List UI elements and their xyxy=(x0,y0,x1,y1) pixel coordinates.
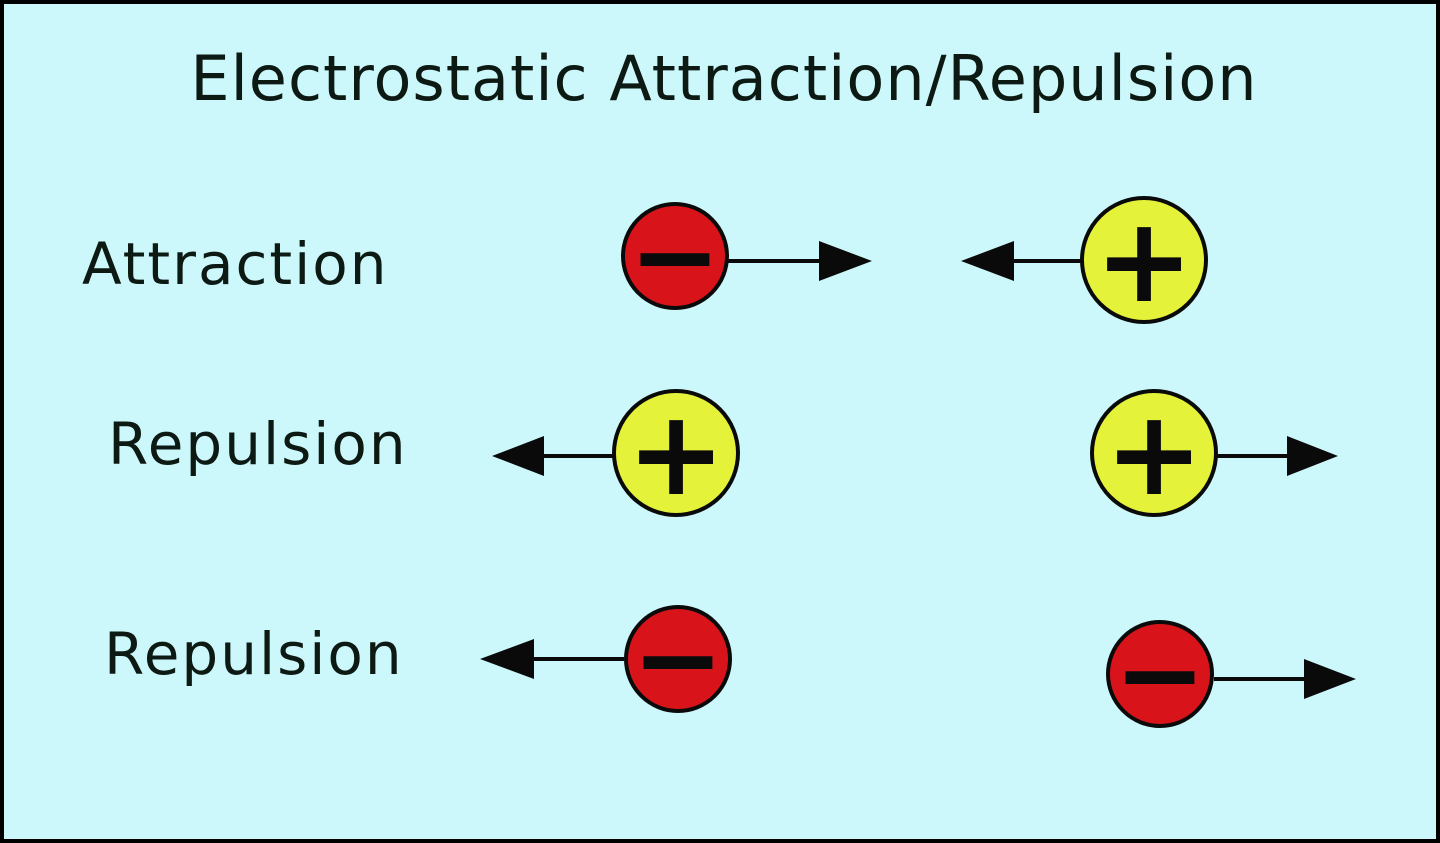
arrow-left-icon xyxy=(492,436,614,476)
row-label-repulsion-negative: Repulsion xyxy=(104,620,404,688)
minus-sign: − xyxy=(632,595,724,723)
negative-charge-circle xyxy=(1106,620,1214,728)
charge-negative-repulsion-right: − xyxy=(1106,610,1214,738)
minus-sign: − xyxy=(629,192,721,320)
row-label-repulsion-positive: Repulsion xyxy=(108,410,408,478)
arrow-right-icon xyxy=(727,241,872,281)
arrow-left-icon xyxy=(961,241,1082,281)
row-label-attraction: Attraction xyxy=(82,230,389,298)
plus-sign: + xyxy=(627,384,726,522)
charges-diagram: − + + + xyxy=(480,191,1356,738)
positive-charge-circle xyxy=(1090,389,1218,517)
arrow-left-icon xyxy=(480,639,624,679)
charge-negative-repulsion-left: − xyxy=(624,595,732,723)
arrow-right-icon xyxy=(1214,659,1356,699)
charge-negative-attraction: − xyxy=(621,192,729,320)
plus-sign: + xyxy=(1095,191,1194,329)
minus-sign: − xyxy=(1114,610,1206,738)
positive-charge-circle xyxy=(612,389,740,517)
charge-positive-attraction: + xyxy=(1080,191,1208,329)
charge-positive-repulsion-left: + xyxy=(612,384,740,522)
negative-charge-circle xyxy=(624,605,732,713)
negative-charge-circle xyxy=(621,202,729,310)
diagram-title: Electrostatic Attraction/Repulsion xyxy=(190,42,1258,115)
charge-positive-repulsion-right: + xyxy=(1090,384,1218,522)
positive-charge-circle xyxy=(1080,196,1208,324)
arrow-right-icon xyxy=(1216,436,1338,476)
plus-sign: + xyxy=(1105,384,1204,522)
